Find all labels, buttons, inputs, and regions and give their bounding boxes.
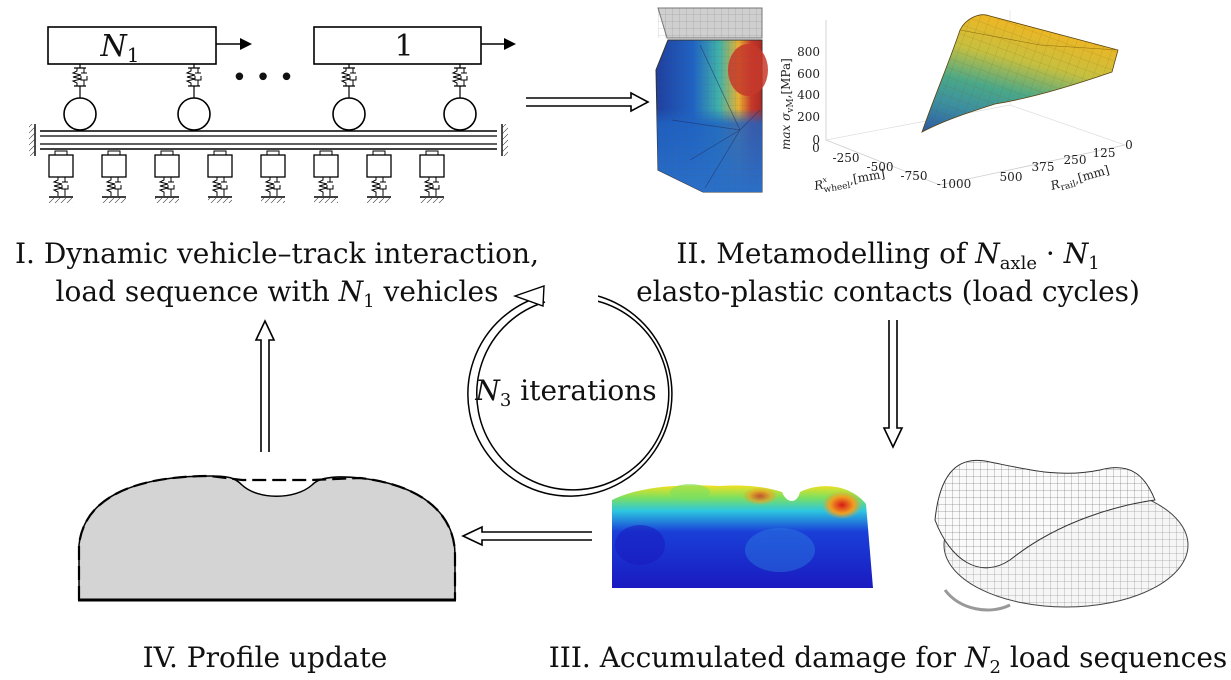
spring — [340, 68, 351, 86]
loop-label: N3 iterations — [474, 374, 656, 411]
sleeper-1 — [48, 150, 74, 203]
x-tick-label: -500 — [867, 160, 894, 174]
damper — [194, 68, 202, 86]
z-tick-label: 600 — [797, 67, 820, 81]
x-tick-label: -1000 — [937, 177, 972, 191]
stage1-caption-line2: load sequence with N1 vehicles — [56, 275, 499, 312]
x-tick-label: -250 — [833, 151, 860, 165]
vehicle-n1-sub: 1 — [127, 43, 140, 67]
z-axis-label: max σvM,[MPa] — [779, 58, 796, 150]
stage1-caption-line1: I. Dynamic vehicle–track interaction, — [15, 237, 539, 270]
y-tick-label: 500 — [1000, 170, 1023, 184]
sleeper-7 — [366, 150, 392, 203]
vehicle-track-model: N1 1 • • • — [29, 26, 516, 203]
ground-hatch — [420, 197, 444, 203]
spring — [71, 68, 82, 86]
sleeper-3 — [154, 150, 180, 203]
stage2-caption-line2: elasto-plastic contacts (load cycles) — [636, 275, 1140, 308]
y-tick-label: 0 — [1125, 138, 1133, 152]
wheelset-4 — [443, 64, 477, 131]
vehicle-1-label: 1 — [394, 29, 413, 64]
ground-hatch — [314, 197, 338, 203]
arrow-stage2-to-stage3 — [882, 320, 904, 449]
spring — [185, 68, 196, 86]
x-tick-label: -750 — [901, 169, 928, 183]
y-tick-label: 125 — [1093, 146, 1116, 160]
sleeper-8 — [419, 150, 445, 203]
y-axis-label: Rrail,[mm] — [1048, 163, 1112, 196]
x-tick-label: 0 — [812, 141, 820, 155]
wheel — [332, 97, 366, 131]
vehicle-n1-label: N1 — [100, 29, 140, 67]
damage-field — [612, 485, 873, 588]
wheel — [443, 97, 477, 131]
metamodel-surface-plot: max σvM,[MPa] 800 600 400 200 0 0 -250 -500 -75… — [779, 10, 1133, 197]
sleeper-block — [313, 154, 339, 178]
damper — [460, 68, 468, 86]
ground-hatch — [367, 197, 391, 203]
sleeper-block — [419, 154, 445, 178]
arrow-stage4-to-stage1 — [254, 319, 276, 452]
sleeper-4 — [207, 150, 233, 203]
sleeper-block — [101, 154, 127, 178]
sleeper-block — [154, 154, 180, 178]
ground-hatch — [155, 197, 179, 203]
rail-left-hatch — [29, 124, 35, 156]
sleepers — [48, 150, 445, 203]
x-axis-label: Rxwheel,[mm] — [812, 165, 887, 197]
vehicle-n1-arrowhead — [240, 38, 252, 50]
wheelset-1 — [63, 64, 97, 131]
sleeper-2 — [101, 150, 127, 203]
sleeper-5 — [260, 150, 286, 203]
wheel — [177, 97, 211, 131]
damage-contour-plot — [612, 484, 873, 588]
ground-hatch — [261, 197, 285, 203]
rail-right-hatch — [502, 124, 508, 156]
profile-shape — [77, 474, 457, 602]
fe-contact-model — [655, 7, 768, 193]
damper — [349, 68, 357, 86]
vehicle-n1-var: N — [100, 29, 129, 64]
z-tick-label: 800 — [797, 45, 820, 59]
arrow-stage3-to-stage4 — [461, 525, 592, 547]
y-tick-label: 375 — [1032, 160, 1055, 174]
wheel — [63, 97, 97, 131]
z-tick-label: 200 — [797, 110, 820, 124]
stage3-caption: III. Accumulated damage for N2 load sequ… — [549, 641, 1228, 678]
vehicle-box-1 — [313, 26, 482, 65]
y-tick-label: 250 — [1064, 153, 1087, 167]
wheelset-2 — [177, 64, 211, 131]
vehicle-box-n1 — [47, 26, 217, 65]
z-tick-label: 400 — [797, 88, 820, 102]
wireframe-surface — [934, 459, 1189, 612]
ground-hatch — [208, 197, 232, 203]
iteration-loop: N3 iterations — [467, 285, 673, 497]
profile-worn — [78, 475, 456, 601]
z-ticks: 800 600 400 200 0 — [797, 45, 820, 147]
ground-hatch — [102, 197, 126, 203]
x-ticks: 0 -250 -500 -750 -1000 — [812, 141, 971, 191]
ground-hatch — [49, 197, 73, 203]
primary-suspensions — [63, 64, 477, 131]
damper — [80, 68, 88, 86]
sleeper-block — [366, 154, 392, 178]
wheelset-3 — [332, 64, 366, 131]
z-tick-label: 0 — [812, 133, 820, 147]
vehicle-ellipsis: • • • — [232, 63, 295, 93]
arrow-stage1-to-stage2 — [526, 91, 650, 113]
stage4-caption: IV. Profile update — [143, 641, 388, 674]
vehicle-1-arrowhead — [504, 38, 516, 50]
sleeper-block — [207, 154, 233, 178]
sleeper-block — [260, 154, 286, 178]
sleeper-block — [48, 154, 74, 178]
profile-original — [77, 474, 457, 600]
stage2-caption-line1: II. Metamodelling of Naxle · N1 — [676, 237, 1099, 274]
sleeper-6 — [313, 150, 339, 203]
spring — [451, 68, 462, 86]
y-ticks: 500 375 250 125 0 — [1000, 138, 1133, 184]
